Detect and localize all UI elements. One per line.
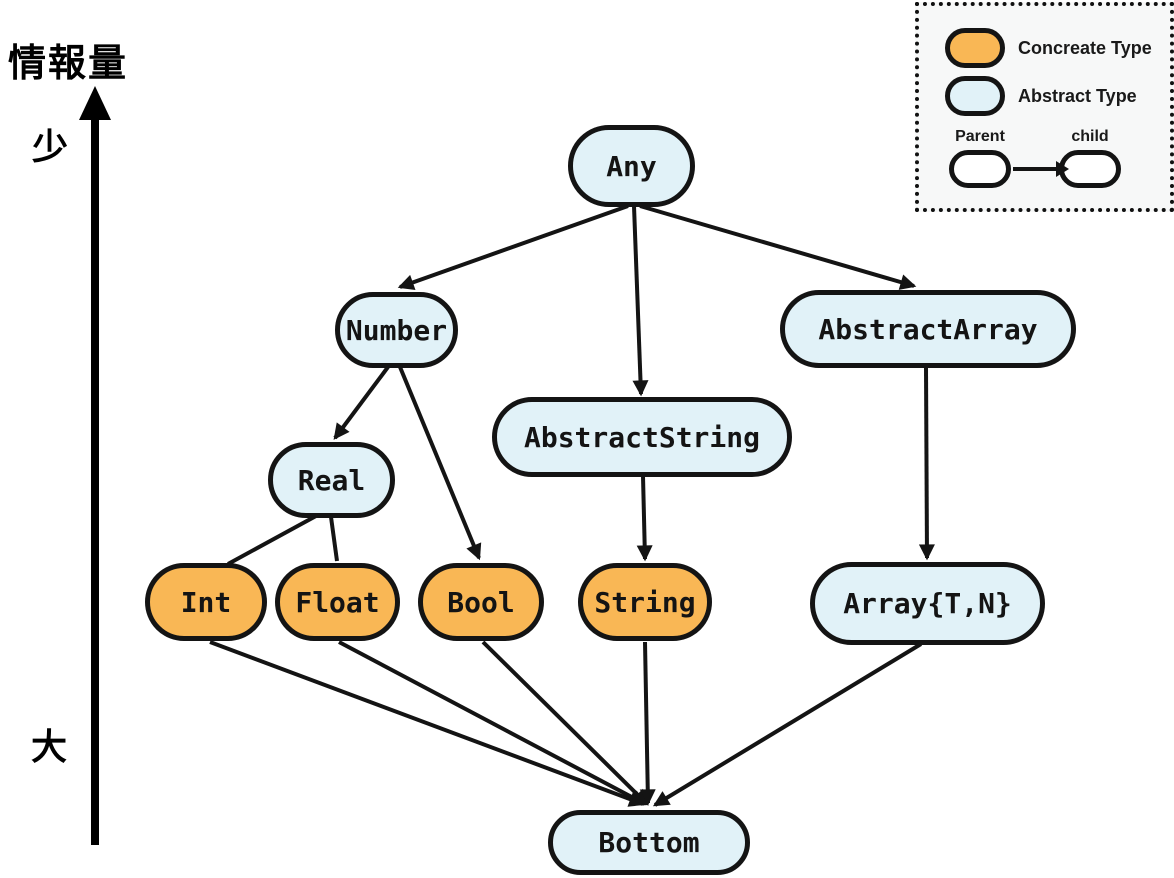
edge-any-abstractstring	[632, 205, 649, 397]
legend-abstract-label: Abstract Type	[1018, 85, 1137, 106]
parent-child-demo: Parent child	[949, 128, 1121, 188]
axis-label-large: 大	[31, 727, 68, 768]
node-bool: Bool	[418, 563, 544, 641]
info-axis-arrow	[79, 86, 111, 845]
node-any: Any	[568, 125, 695, 207]
edge-any-abstractarray	[639, 204, 917, 290]
legend-box: Concreate Type Abstract Type Parent chil…	[915, 2, 1174, 212]
axis-label-few: 少	[32, 127, 69, 168]
edge-real-float	[329, 516, 339, 562]
edge-arraytn-bottom	[652, 642, 923, 807]
edge-bool-bottom	[481, 640, 649, 806]
edge-float-bottom	[338, 640, 648, 806]
edge-abstractstring-string	[636, 475, 653, 562]
child-label: child	[1071, 128, 1109, 145]
edge-string-bottom	[639, 641, 656, 806]
node-abstractstring: AbstractString	[492, 397, 792, 477]
parent-label: Parent	[955, 128, 1005, 145]
edge-any-number	[397, 204, 629, 290]
node-int: Int	[145, 563, 267, 641]
edge-abstractarray-arraytn	[918, 366, 935, 561]
node-bottom: Bottom	[548, 810, 750, 875]
child-node-sample	[1059, 150, 1121, 188]
node-float: Float	[275, 563, 400, 641]
node-real: Real	[268, 442, 395, 518]
legend-concrete-swatch	[945, 28, 1005, 68]
node-arraytn: Array{T,N}	[810, 562, 1045, 645]
axis-title: 情報量	[8, 41, 129, 85]
edge-number-real	[333, 365, 390, 440]
node-string: String	[578, 563, 712, 641]
node-number: Number	[335, 292, 458, 368]
legend-abstract-swatch	[945, 76, 1005, 116]
edge-real-int	[227, 514, 317, 566]
edge-number-bool	[398, 366, 482, 561]
parent-node-sample	[949, 150, 1011, 188]
legend-concrete-label: Concreate Type	[1018, 37, 1152, 58]
parent-child-arrow-icon	[1013, 161, 1069, 177]
edge-int-bottom	[209, 640, 646, 807]
node-abstractarray: AbstractArray	[780, 290, 1076, 368]
